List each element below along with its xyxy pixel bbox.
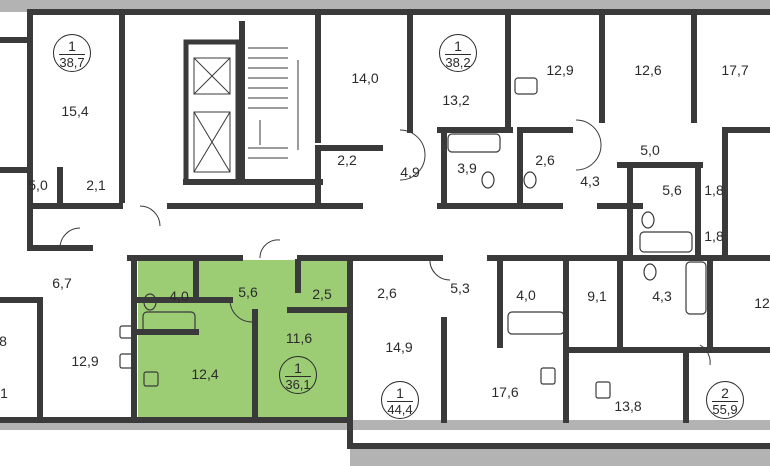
badge-divider <box>445 54 471 56</box>
room-area-1-8-b: 1,8 <box>704 228 724 244</box>
room-area-12-4-highlight: 12,4 <box>191 366 219 382</box>
walls <box>0 9 770 449</box>
room-area-4-3-top: 4,3 <box>580 173 600 189</box>
badge-divider <box>59 54 85 56</box>
room-area-8-partial: 8 <box>0 333 7 349</box>
apartment-badge-e: 2 55,9 <box>706 381 744 419</box>
room-area-3-9: 3,9 <box>457 160 477 176</box>
apartment-area: 38,2 <box>445 55 471 70</box>
room-area-2-2: 2,2 <box>337 152 357 168</box>
fixtures <box>119 77 707 399</box>
apartment-badge-a: 1 38,7 <box>53 34 91 72</box>
room-area-2-6-top: 2,6 <box>535 152 555 168</box>
room-area-12-partial: 12 <box>754 295 770 311</box>
room-area-6-7: 6,7 <box>52 275 72 291</box>
room-area-5-3: 5,3 <box>450 280 470 296</box>
room-area-2-5-highlight: 2,5 <box>312 286 332 302</box>
room-area-12-9-top: 12,9 <box>546 62 574 78</box>
badge-divider <box>285 376 311 378</box>
room-area-4-0-highlight: 4,0 <box>169 288 189 304</box>
door-swings <box>59 119 711 366</box>
highlighted-apartment-fill <box>138 260 350 418</box>
apartment-area: 44,4 <box>387 402 413 417</box>
apartment-badge-b: 1 38,2 <box>439 34 477 72</box>
stair <box>193 47 299 173</box>
room-area-4-0-bottom: 4,0 <box>516 287 536 303</box>
room-area-2-1: 2,1 <box>86 177 106 193</box>
apartment-rooms: 1 <box>68 38 76 54</box>
apartment-badge-d: 1 44,4 <box>381 381 419 419</box>
room-area-5-0-right: 5,0 <box>640 142 660 158</box>
room-area-9-1: 9,1 <box>587 288 607 304</box>
room-area-17-6: 17,6 <box>491 384 519 400</box>
apartment-rooms: 1 <box>294 360 302 376</box>
room-area-1-partial: 1 <box>0 385 8 401</box>
apartment-area: 38,7 <box>59 55 85 70</box>
apartment-rooms: 1 <box>396 385 404 401</box>
room-area-5-6-highlight: 5,6 <box>238 284 258 300</box>
room-area-15-4: 15,4 <box>61 103 89 119</box>
room-area-17-7: 17,7 <box>721 62 749 78</box>
room-area-13-8: 13,8 <box>614 398 642 414</box>
room-area-4-9: 4,9 <box>400 164 420 180</box>
room-area-12-6: 12,6 <box>634 62 662 78</box>
badge-divider <box>387 401 413 403</box>
badge-divider <box>712 401 738 403</box>
apartment-rooms: 1 <box>454 38 462 54</box>
room-area-12-9-bottom: 12,9 <box>71 353 99 369</box>
room-area-4-3-bottom: 4,3 <box>652 288 672 304</box>
room-area-5-6-right: 5,6 <box>662 182 682 198</box>
apartment-area: 55,9 <box>712 402 738 417</box>
room-area-2-6-bottom: 2,6 <box>377 285 397 301</box>
apartment-area: 36,1 <box>285 377 311 392</box>
room-area-5-0-left: 5,0 <box>28 177 48 193</box>
room-area-14-9: 14,9 <box>385 339 413 355</box>
apartment-rooms: 2 <box>721 385 729 401</box>
room-area-11-6-highlight: 11,6 <box>285 330 313 346</box>
room-area-14-0: 14,0 <box>351 70 379 86</box>
apartment-badge-c: 1 36,1 <box>279 356 317 394</box>
room-area-1-8-a: 1,8 <box>704 182 724 198</box>
room-area-13-2: 13,2 <box>442 92 470 108</box>
